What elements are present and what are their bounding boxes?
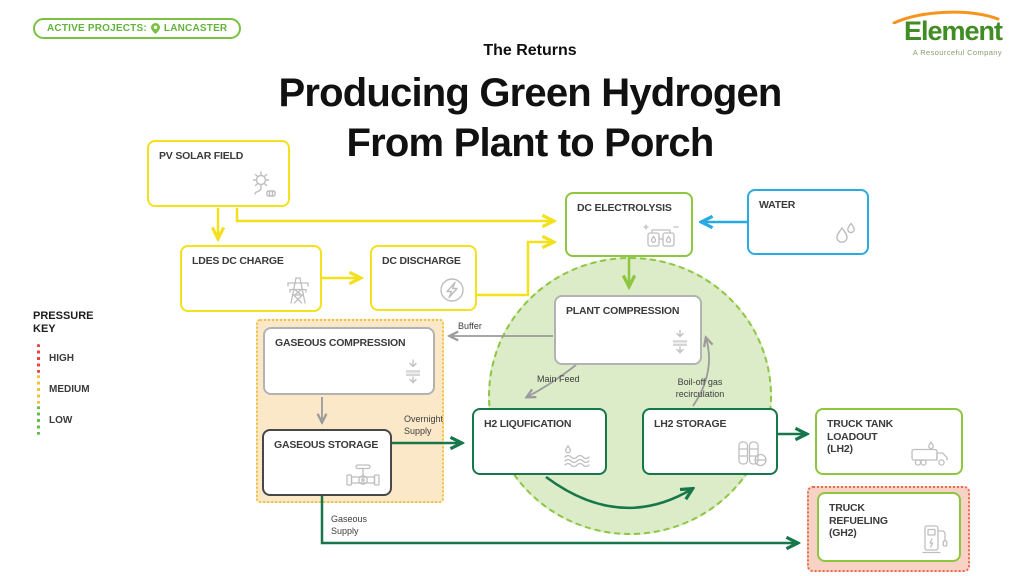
node-lh2-storage-label: LH2 STORAGE [654, 418, 727, 430]
node-h2-liquification-label: H2 LIQUFICATION [484, 418, 572, 430]
node-truck-tank-loadout-label: TRUCK TANK LOADOUT (LH2) [827, 418, 894, 456]
compressor-icon [673, 329, 687, 354]
node-lh2-storage: LH2 STORAGE [642, 408, 778, 475]
node-truck-refueling-label: TRUCK REFUELING (GH2) [829, 502, 888, 540]
node-water-label: WATER [759, 199, 796, 211]
low-pressure-dotted-line [37, 406, 40, 436]
logo-tagline: A Resourceful Company [912, 47, 1002, 57]
storage-tanks-icon [738, 441, 767, 467]
overnight-supply-label: Overnight Supply [404, 414, 444, 436]
node-truck-tank-loadout: TRUCK TANK LOADOUT (LH2) [815, 408, 963, 475]
badge-location: LANCASTER [163, 23, 228, 34]
node-dc-discharge: DC DISCHARGE [370, 245, 477, 311]
node-gaseous-compression-label: GASEOUS COMPRESSION [275, 337, 406, 349]
node-dc-discharge-label: DC DISCHARGE [382, 255, 461, 267]
active-projects-badge: ACTIVE PROJECTS: LANCASTER [33, 18, 242, 39]
node-dc-electrolysis: DC ELECTROLYSIS [565, 192, 693, 257]
node-h2-liquification: H2 LIQUFICATION [472, 408, 607, 475]
gaseous-supply-label: Gaseous Supply [331, 514, 368, 536]
node-ldes-dc-charge-label: LDES DC CHARGE [192, 255, 284, 267]
pressure-key-medium: MEDIUM [33, 374, 94, 405]
sun-icon [252, 171, 276, 197]
logo-arc-icon [892, 10, 1000, 24]
node-water: WATER [747, 189, 869, 255]
main-feed-label: Main Feed [537, 374, 580, 384]
medium-pressure-dotted-line [37, 375, 40, 405]
node-truck-refueling: TRUCK REFUELING (GH2) [817, 492, 961, 562]
node-gaseous-compression: GASEOUS COMPRESSION [263, 327, 435, 395]
pressure-key-heading: PRESSURE KEY [33, 310, 94, 336]
node-gaseous-storage-label: GASEOUS STORAGE [274, 439, 379, 451]
water-drops-icon [836, 222, 855, 243]
pressure-key-high-label: HIGH [49, 353, 74, 365]
high-pressure-dotted-line [37, 344, 40, 374]
pressure-key: PRESSURE KEY HIGH MEDIUM LOW [33, 310, 94, 436]
tanker-truck-icon [911, 441, 948, 466]
badge-label: ACTIVE PROJECTS: [47, 23, 147, 34]
logo-name: Element [903, 16, 1003, 46]
node-plant-compression-label: PLANT COMPRESSION [566, 305, 680, 317]
fuel-pump-icon [922, 525, 948, 554]
node-dc-electrolysis-label: DC ELECTROLYSIS [577, 202, 672, 214]
node-plant-compression: PLANT COMPRESSION [554, 295, 702, 365]
buffer-label: Buffer [458, 321, 482, 331]
lightning-icon [440, 278, 464, 302]
element-logo: Element A Resourceful Company [880, 10, 1003, 57]
pressure-key-medium-label: MEDIUM [49, 384, 90, 396]
compressor-icon [406, 359, 420, 384]
pressure-key-low-label: LOW [49, 415, 73, 427]
pressure-key-high: HIGH [33, 343, 94, 374]
valve-icon [346, 464, 380, 486]
node-ldes-dc-charge: LDES DC CHARGE [180, 245, 322, 312]
node-pv-solar-field: PV SOLAR FIELD [147, 140, 290, 207]
node-pv-solar-field-label: PV SOLAR FIELD [159, 150, 244, 162]
title-line-1: Producing Green Hydrogen [278, 71, 782, 115]
liquid-waves-icon [564, 444, 590, 467]
header-kicker: The Returns [483, 42, 577, 59]
node-gaseous-storage: GASEOUS STORAGE [262, 429, 392, 496]
boil-off-gas-label: Boil-off gas recirculation [675, 377, 725, 399]
pressure-key-low: LOW [33, 405, 94, 436]
location-pin-icon [150, 23, 160, 34]
transmission-tower-icon [287, 277, 309, 304]
electrolysis-cell-icon [643, 224, 679, 247]
